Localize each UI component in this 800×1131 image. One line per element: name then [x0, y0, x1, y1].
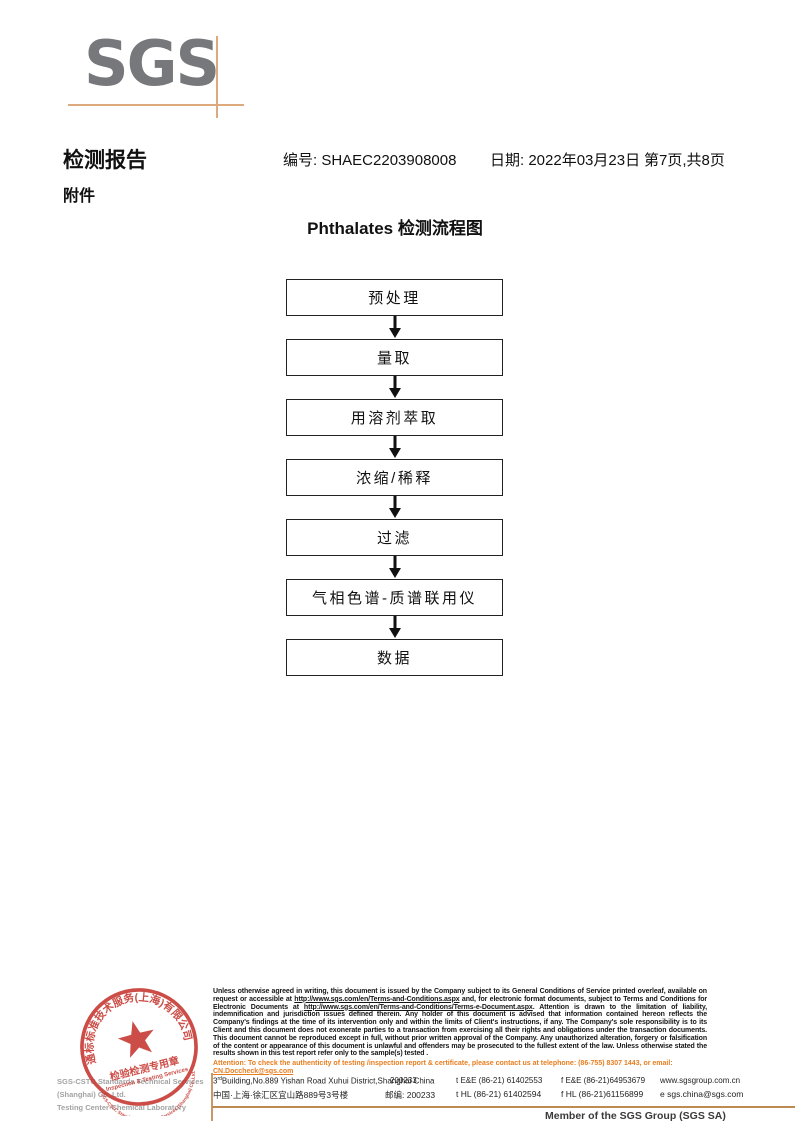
footer-vertical-rule [211, 1073, 213, 1121]
flow-step-solvent-extraction: 用溶剂萃取 [286, 399, 503, 436]
report-date: 日期: 2022年03月23日 [490, 152, 641, 169]
flow-step-measure: 量取 [286, 339, 503, 376]
address-row-en: 3rdBuilding,No.889 Yishan Road Xuhui Dis… [213, 1076, 795, 1089]
tel-ee: t E&E (86-21) 61402553 [456, 1076, 543, 1085]
page-indicator: 第7页,共8页 [644, 152, 725, 169]
stamp-ring [80, 988, 198, 1106]
report-title: 检测报告 [63, 149, 147, 172]
arrow-down-icon [286, 496, 503, 519]
postal-code-en: 200233 [390, 1076, 417, 1085]
legal-text-2: and, for electronic format documents, su… [213, 995, 707, 1011]
flow-step-concentrate-dilute: 浓缩/稀释 [286, 459, 503, 496]
address-cn: 中国·上海·徐汇区宜山路889号3号楼 [213, 1090, 349, 1100]
terms-link[interactable]: http://www.sgs.com/en/Terms-and-Conditio… [294, 995, 460, 1003]
inspection-stamp-seal: 通标标准技术服务(上海)有限公司 检验检测专用章 Inspection & Te… [71, 979, 205, 1116]
legal-disclaimer: Unless otherwise agreed in writing, this… [213, 988, 707, 1058]
lab-company-line2: Testing Center-Chemical Laboratory [57, 1103, 187, 1112]
attachment-label: 附件 [63, 188, 96, 205]
address-en: 3rdBuilding,No.889 Yishan Road Xuhui Dis… [213, 1076, 435, 1086]
address-row-cn: 中国·上海·徐汇区宜山路889号3号楼 邮编: 200233 t HL (86-… [213, 1089, 795, 1102]
flowchart: 预处理 量取 用溶剂萃取 浓缩/稀释 过滤 气相色谱-质谱联用仪 数据 [286, 279, 503, 676]
legal-text-3: . Attention is drawn to the limitation o… [213, 1003, 708, 1058]
flow-step-data: 数据 [286, 639, 503, 676]
flow-step-filter: 过滤 [286, 519, 503, 556]
postal-code-cn: 邮编: 200233 [385, 1090, 436, 1100]
lab-company-line1: SGS-CSTC Standards Technical Services (S… [57, 1077, 204, 1099]
report-number: 编号: SHAEC2203908008 [283, 152, 457, 169]
fax-ee: f E&E (86-21)64953679 [561, 1076, 646, 1085]
email-address[interactable]: e sgs.china@sgs.com [660, 1089, 744, 1099]
flow-step-gcms: 气相色谱-质谱联用仪 [286, 579, 503, 616]
logo-crosshair-vline [216, 36, 218, 118]
arrow-down-icon [286, 436, 503, 459]
lab-company-name: SGS-CSTC Standards Technical Services (S… [57, 1075, 232, 1114]
tel-hl: t HL (86-21) 61402594 [456, 1089, 542, 1099]
terms-e-document-link[interactable]: http://www.sgs.com/en/Terms-and-Conditio… [303, 1003, 533, 1011]
sgs-logo: SGS [84, 27, 220, 100]
attention-notice: Attention: To check the authenticity of … [213, 1060, 713, 1076]
fax-hl: f HL (86-21)61156899 [561, 1089, 644, 1099]
flow-step-pretreatment: 预处理 [286, 279, 503, 316]
arrow-down-icon [286, 616, 503, 639]
logo-crosshair-hline [68, 104, 244, 106]
attention-text: Attention: To check the authenticity of … [213, 1060, 673, 1067]
flowchart-title: Phthalates 检测流程图 [307, 219, 483, 238]
sgs-member-note: Member of the SGS Group (SGS SA) [545, 1110, 726, 1122]
legal-text-1: Unless otherwise agreed in writing, this… [213, 988, 707, 1003]
doccheck-email-link[interactable]: CN.Doccheck@sgs.com [213, 1067, 294, 1075]
star-icon [117, 1021, 154, 1058]
arrow-down-icon [286, 316, 503, 339]
arrow-down-icon [286, 376, 503, 399]
website-url[interactable]: www.sgsgroup.com.cn [660, 1076, 741, 1085]
arrow-down-icon [286, 556, 503, 579]
footer-horizontal-rule [212, 1106, 795, 1108]
